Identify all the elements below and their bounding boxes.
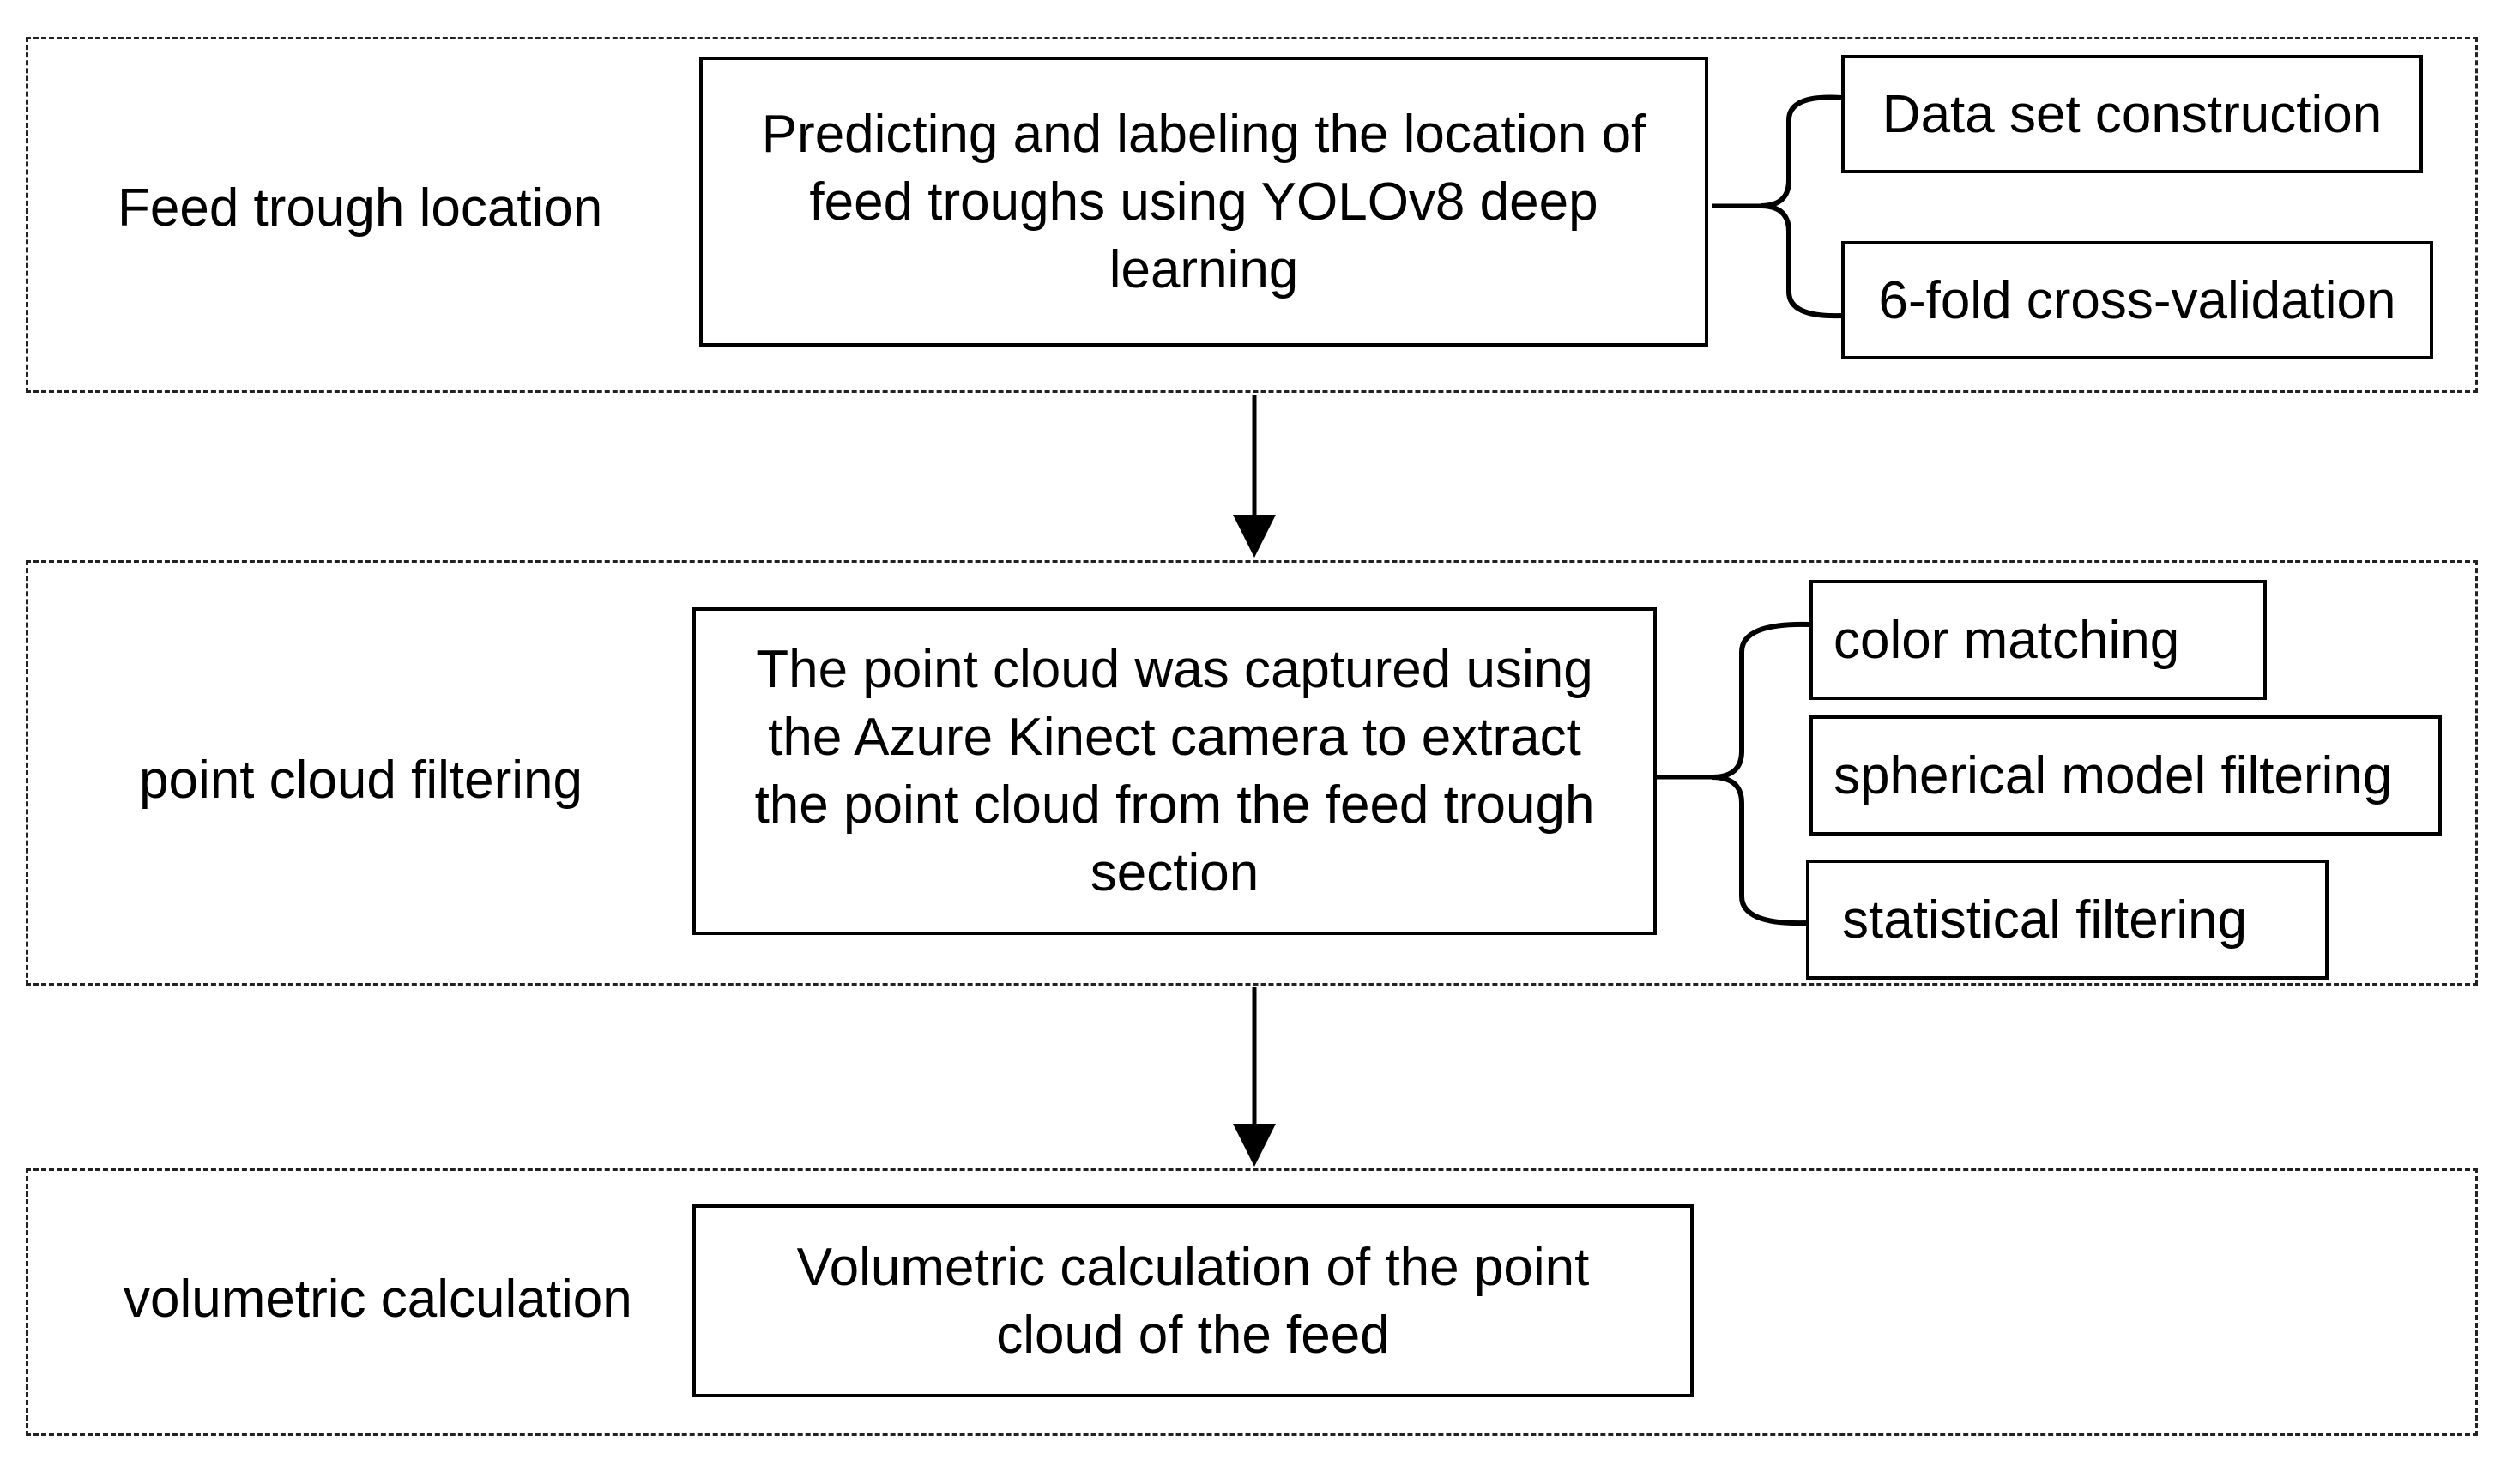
stage-1-substep-2: 6-fold cross-validation bbox=[1841, 241, 2433, 359]
stage-1-substep-1: Data set construction bbox=[1841, 55, 2423, 173]
stage-1-panel bbox=[26, 37, 2478, 393]
stage-2-substep-1: color matching bbox=[1809, 580, 2267, 700]
stage-1-process-box: Predicting and labeling the location of … bbox=[699, 57, 1708, 347]
stage-3-panel bbox=[26, 1168, 2478, 1436]
stage-1-label: Feed trough location bbox=[118, 178, 603, 238]
stage-2-brace-curve bbox=[1711, 621, 1810, 926]
stage-2-panel bbox=[26, 560, 2478, 986]
stage-1-brace-curve bbox=[1760, 94, 1842, 319]
stage-2-substep-3: statistical filtering bbox=[1806, 860, 2329, 980]
stage-3-process-box: Volumetric calculation of the point clou… bbox=[692, 1204, 1694, 1397]
stage-3-label: volumetric calculation bbox=[124, 1270, 632, 1329]
stage-2-substep-2: spherical model filtering bbox=[1809, 715, 2442, 836]
stage-1-process-text: Predicting and labeling the location of … bbox=[761, 104, 1646, 299]
stage-2-process-text: The point cloud was captured using the A… bbox=[754, 640, 1595, 902]
stage-3-process-text: Volumetric calculation of the point clou… bbox=[796, 1237, 1590, 1365]
stage-2-process-box: The point cloud was captured using the A… bbox=[692, 607, 1657, 935]
stage-2-label: point cloud filtering bbox=[139, 751, 583, 810]
